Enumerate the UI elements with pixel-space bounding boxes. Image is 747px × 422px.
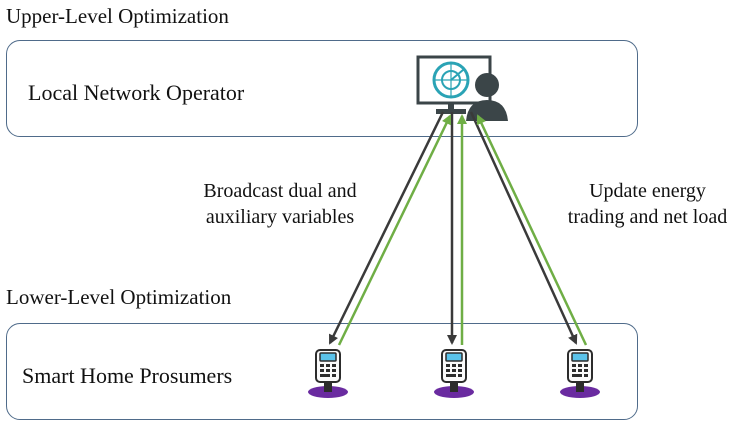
smart-meter-icon-1 <box>307 349 349 399</box>
lower-level-title: Lower-Level Optimization <box>6 285 232 309</box>
smart-meter-icon-2 <box>433 349 475 399</box>
update-arrow-3 <box>476 114 588 346</box>
broadcast-label-line1: Broadcast dual and <box>203 180 357 202</box>
operator-label: Local Network Operator <box>28 80 245 105</box>
operator-box <box>6 40 638 137</box>
update-arrow-1 <box>337 114 452 346</box>
broadcast-label: Broadcast dual and auxiliary variables <box>180 178 380 230</box>
update-label: Update energy trading and net load <box>550 178 745 230</box>
broadcast-arrow-1 <box>328 111 445 345</box>
update-label-line2: trading and net load <box>567 206 728 228</box>
prosumers-label: Smart Home Prosumers <box>22 363 233 388</box>
broadcast-label-line2: auxiliary variables <box>205 206 355 228</box>
smart-meter-icon-3 <box>559 349 601 399</box>
upper-level-title: Upper-Level Optimization <box>6 4 229 28</box>
operator-monitor-person-icon <box>416 55 508 121</box>
broadcast-arrow-3 <box>469 111 578 345</box>
update-label-line1: Update energy <box>589 180 706 202</box>
